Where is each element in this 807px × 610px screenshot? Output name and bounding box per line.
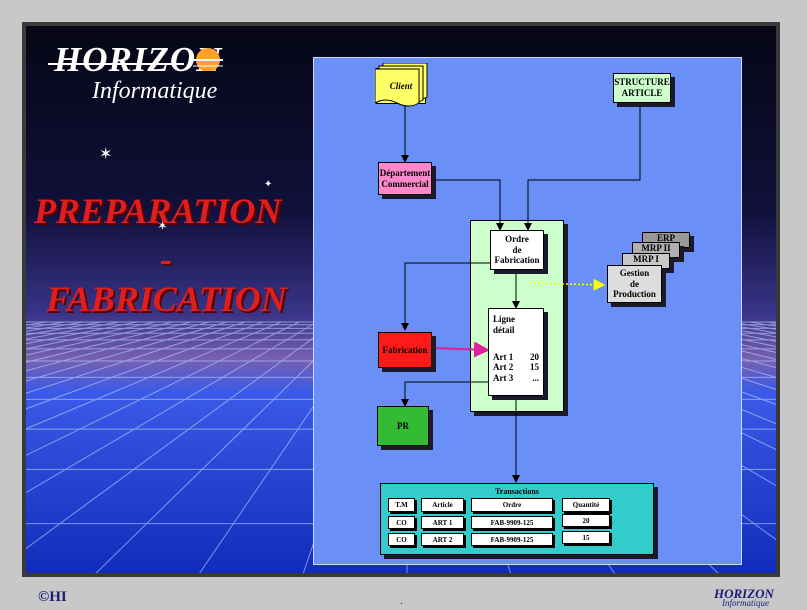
copyright: ©HI <box>38 589 67 605</box>
ligne-title-line1: Ligne <box>493 314 516 324</box>
cell-article: ART 2 <box>421 533 464 546</box>
cell-quantite: 20 <box>562 514 610 527</box>
erp-label: ERP <box>657 233 675 243</box>
departement-line2: Commercial <box>381 178 429 189</box>
gestion-line1: Gestion <box>619 267 650 278</box>
transactions-title: Transactions <box>495 487 539 496</box>
ordre-line1: Ordre <box>505 233 529 244</box>
structure-line2: ARTICLE <box>621 88 663 98</box>
structure-line1: STRUCTURE <box>614 77 670 88</box>
logo-subtitle: Informatique <box>92 78 218 104</box>
client-document: Client <box>375 63 428 107</box>
cell-ordre: FAB-9909-125 <box>471 533 553 546</box>
client-label: Client <box>389 80 413 91</box>
title-fabrication: FABRICATION <box>46 279 287 319</box>
header-quantite: Quantité <box>562 498 610 512</box>
star-icon: ✶ <box>99 146 112 163</box>
footer-logo: HORIZON <box>714 586 774 601</box>
star-icon: ✶ <box>157 218 168 233</box>
gestion-line3: Production <box>613 289 656 300</box>
fabrication-box: Fabrication <box>378 332 432 368</box>
transactions-box: Transactions T.M Article Ordre Quantité … <box>380 483 654 555</box>
ligne-row: Art 3... <box>493 373 539 384</box>
header-article: Article <box>421 498 464 512</box>
ordre-line3: Fabrication <box>494 255 540 266</box>
cell-tm: CO <box>388 516 415 529</box>
departement-line1: Département <box>379 167 431 178</box>
mrp2-label: MRP II <box>641 243 671 253</box>
header-tm: T.M <box>388 498 415 512</box>
pr-label: PR <box>397 420 409 431</box>
gestion-line2: de <box>630 278 639 289</box>
sun-logo-icon <box>153 45 233 72</box>
title-preparation: PREPARATION <box>34 191 282 231</box>
star-icon: ✦ <box>264 179 272 190</box>
title-dash: - <box>160 239 172 279</box>
logo-underline <box>48 63 184 65</box>
ligne-title-line2: détail <box>493 324 515 335</box>
cell-ordre: FAB-9909-125 <box>471 516 553 529</box>
mrp1-label: MRP I <box>633 254 659 264</box>
footer-dot: . <box>400 593 403 607</box>
cell-article: ART 1 <box>421 516 464 529</box>
cell-quantite: 15 <box>562 531 610 544</box>
cell-tm: CO <box>388 533 415 546</box>
footer-logo-subtitle: Informatique <box>722 598 769 608</box>
ordre-line2: de <box>512 244 522 255</box>
fabrication-label: Fabrication <box>382 344 428 355</box>
pr-box: PR <box>377 406 429 446</box>
header-ordre: Ordre <box>471 498 553 512</box>
